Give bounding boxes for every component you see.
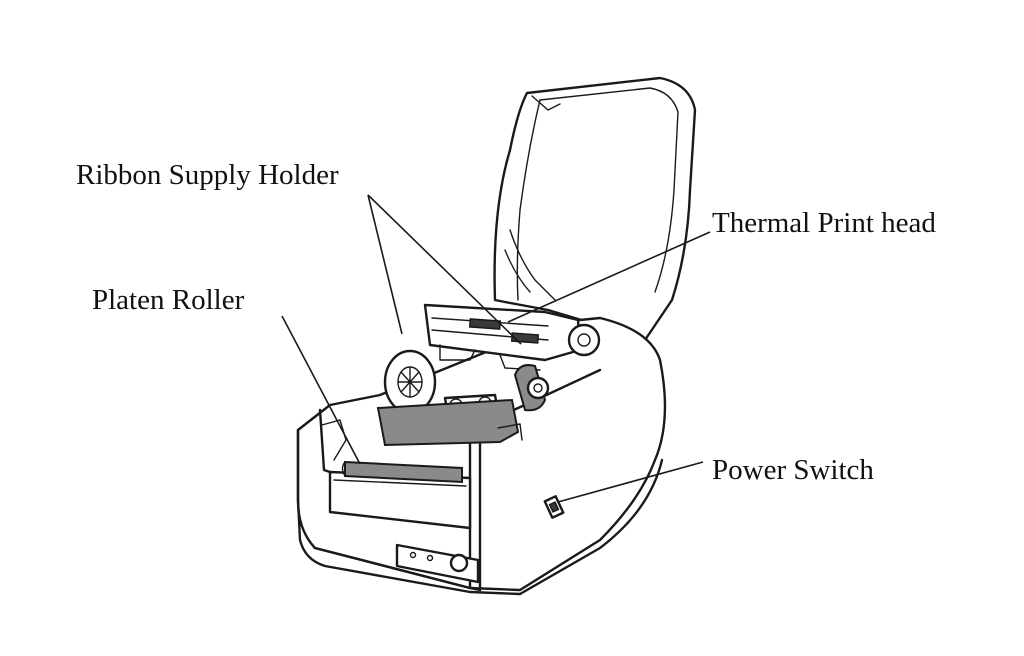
print-mechanism [341,303,601,484]
ribbon-supply-holder-label: Ribbon Supply Holder [76,159,339,191]
printer-cover [493,76,697,342]
leader-ribbon-left [367,194,403,335]
callout-lines [281,194,711,503]
printer-body [296,316,667,596]
leader-power-switch [557,461,704,503]
leader-ribbon-right [367,194,522,345]
platen-roller-label: Platen Roller [92,284,245,316]
leader-platen-roller [281,315,361,465]
leader-thermal-head [507,231,711,323]
power-switch-label: Power Switch [712,454,874,486]
thermal-print-head-label: Thermal Print head [712,207,936,239]
